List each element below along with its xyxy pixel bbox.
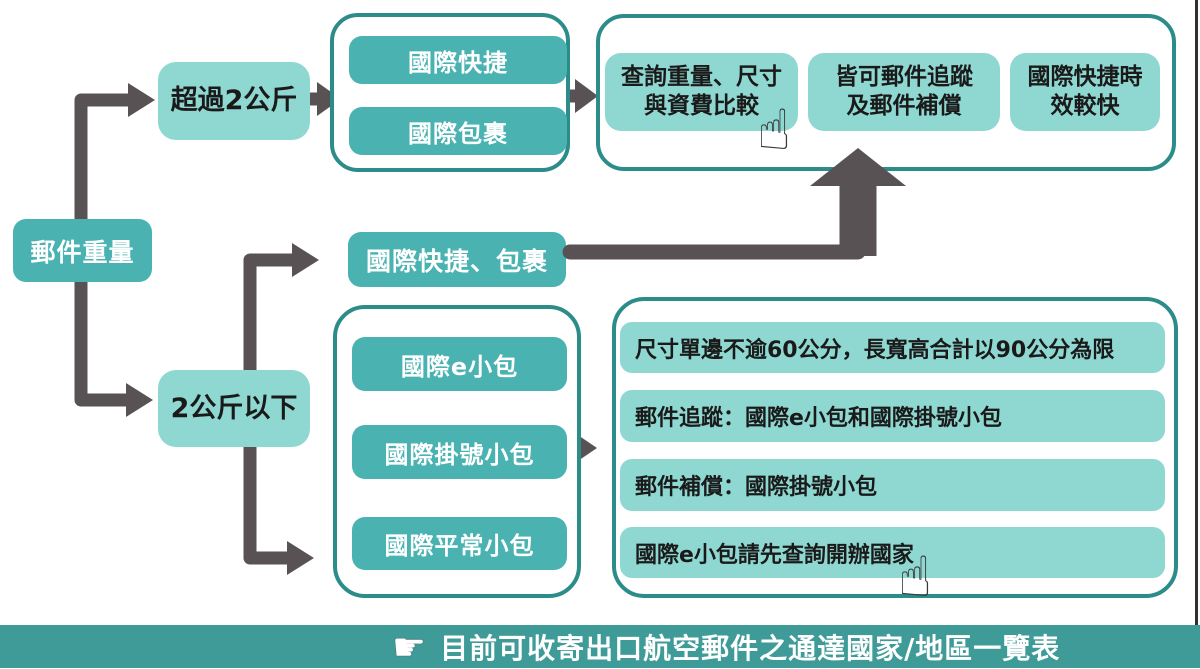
note-tracking-compensation: 皆可郵件追蹤 及郵件補償 [808, 53, 1000, 131]
rule-e-packet-countries[interactable]: 國際e小包請先查詢開辦國家 [620, 527, 1165, 578]
rule-tracking-label: 郵件追蹤：國際e小包和國際掛號小包 [635, 406, 1002, 431]
hand-pointer-up-glyph: ☝ [898, 545, 933, 610]
node-ordinary-small-packet-label: 國際平常小包 [384, 532, 535, 560]
node-express-and-parcel-label: 國際快捷、包裹 [365, 246, 548, 276]
node-over-2kg-label: 超過2公斤 [170, 85, 298, 117]
rule-size-limit: 尺寸單邊不逾60公分，長寬高合計以90公分為限 [620, 322, 1165, 373]
connector-under2kg-to-express [243, 253, 301, 379]
note-tracking-compensation-line2: 及郵件補償 [846, 93, 962, 119]
group-over-2kg-services: 國際快捷 國際包裹 [330, 13, 570, 172]
node-express-and-parcel: 國際快捷、包裹 [348, 232, 566, 287]
node-mail-weight-label: 郵件重量 [30, 237, 135, 267]
connector-root-to-under2kg [74, 271, 135, 407]
note-express-faster: 國際快捷時 效較快 [1010, 53, 1160, 131]
rule-size-limit-label: 尺寸單邊不逾60公分，長寬高合計以90公分為限 [635, 337, 1115, 363]
footer-link-text[interactable]: 目前可收寄出口航空郵件之通達國家/地區一覽表 [440, 631, 1061, 665]
node-over-2kg: 超過2公斤 [158, 62, 310, 140]
hand-pointer-up-glyph: ☝ [757, 98, 792, 163]
node-under-2kg: 2公斤以下 [158, 370, 310, 447]
footer-link-bar[interactable]: ☛ 目前可收寄出口航空郵件之通達國家/地區一覽表 [0, 625, 1200, 668]
connector-under2kg-to-group [243, 437, 296, 565]
hand-pointer-right-icon: ☛ [392, 628, 426, 666]
node-international-e-packet: 國際e小包 [352, 337, 567, 391]
hand-pointer-right-glyph: ☛ [392, 624, 427, 669]
node-mail-weight: 郵件重量 [13, 219, 152, 282]
note-express-faster-line1: 國際快捷時 [1027, 64, 1143, 91]
window-edge-line [1195, 0, 1198, 625]
node-international-e-packet-label: 國際e小包 [400, 352, 519, 381]
rule-compensation-label: 郵件補償：國際掛號小包 [635, 475, 878, 500]
node-ordinary-small-packet: 國際平常小包 [352, 517, 567, 570]
note-tracking-compensation-line1: 皆可郵件追蹤 [835, 64, 973, 91]
group-under-2kg-services: 國際e小包 國際掛號小包 國際平常小包 [333, 305, 581, 598]
node-international-parcel: 國際包裹 [349, 107, 567, 155]
note-compare-rates-line1: 查詢重量、尺寸 [621, 64, 782, 91]
note-compare-rates-line2: 與資費比較 [644, 93, 759, 119]
node-registered-small-packet: 國際掛號小包 [352, 425, 567, 479]
note-express-faster-line2: 效較快 [1050, 93, 1120, 119]
connector-root-to-over2kg [74, 93, 135, 229]
node-registered-small-packet-label: 國際掛號小包 [384, 440, 535, 469]
node-international-express-label: 國際快捷 [408, 48, 508, 77]
hand-pointer-up-icon: ☝ [757, 103, 791, 159]
node-international-parcel-label: 國際包裹 [408, 119, 508, 148]
node-under-2kg-label: 2公斤以下 [170, 392, 298, 424]
hand-pointer-up-icon: ☝ [898, 550, 932, 606]
note-compare-rates[interactable]: 查詢重量、尺寸 與資費比較 [605, 53, 798, 131]
rule-tracking: 郵件追蹤：國際e小包和國際掛號小包 [620, 390, 1165, 442]
rule-e-packet-countries-label: 國際e小包請先查詢開辦國家 [635, 542, 914, 568]
rule-compensation: 郵件補償：國際掛號小包 [620, 459, 1165, 511]
node-international-express: 國際快捷 [349, 36, 567, 84]
